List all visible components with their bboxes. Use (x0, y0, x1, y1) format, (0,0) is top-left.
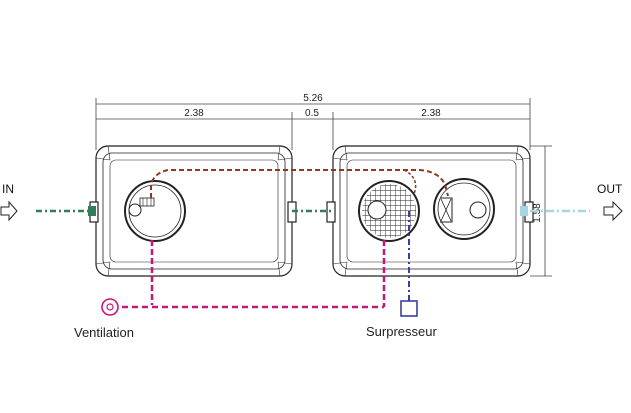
outlet-label: OUT (597, 182, 623, 196)
ventilation-cap-icon (101, 298, 119, 316)
arrow-right-icon (0, 200, 18, 222)
dimension-total-length: 5.26 (303, 93, 323, 104)
outlet: OUT (520, 182, 623, 222)
tank-2 (326, 145, 534, 277)
arrow-right-icon (603, 200, 623, 222)
inlet-label: IN (2, 182, 14, 196)
tank-1 (89, 145, 297, 277)
dimension-tank1-length: 2.38 (184, 108, 204, 119)
ventilation-line (122, 240, 386, 309)
ventilation-label: Ventilation (74, 325, 134, 340)
dimension-width: 1.58 (532, 203, 543, 223)
sludge-return-line-inner (403, 169, 417, 195)
clarifier-chamber (433, 178, 495, 240)
dimension-gap: 0.5 (305, 108, 319, 119)
blower-label: Surpresseur (366, 324, 437, 339)
aeration-chamber (358, 180, 420, 242)
sludge-return-line (150, 169, 449, 198)
blower-box-icon (400, 300, 418, 317)
inlet: IN (0, 182, 96, 222)
dimension-lines (95, 98, 552, 277)
dimension-tank2-length: 2.38 (421, 108, 441, 119)
